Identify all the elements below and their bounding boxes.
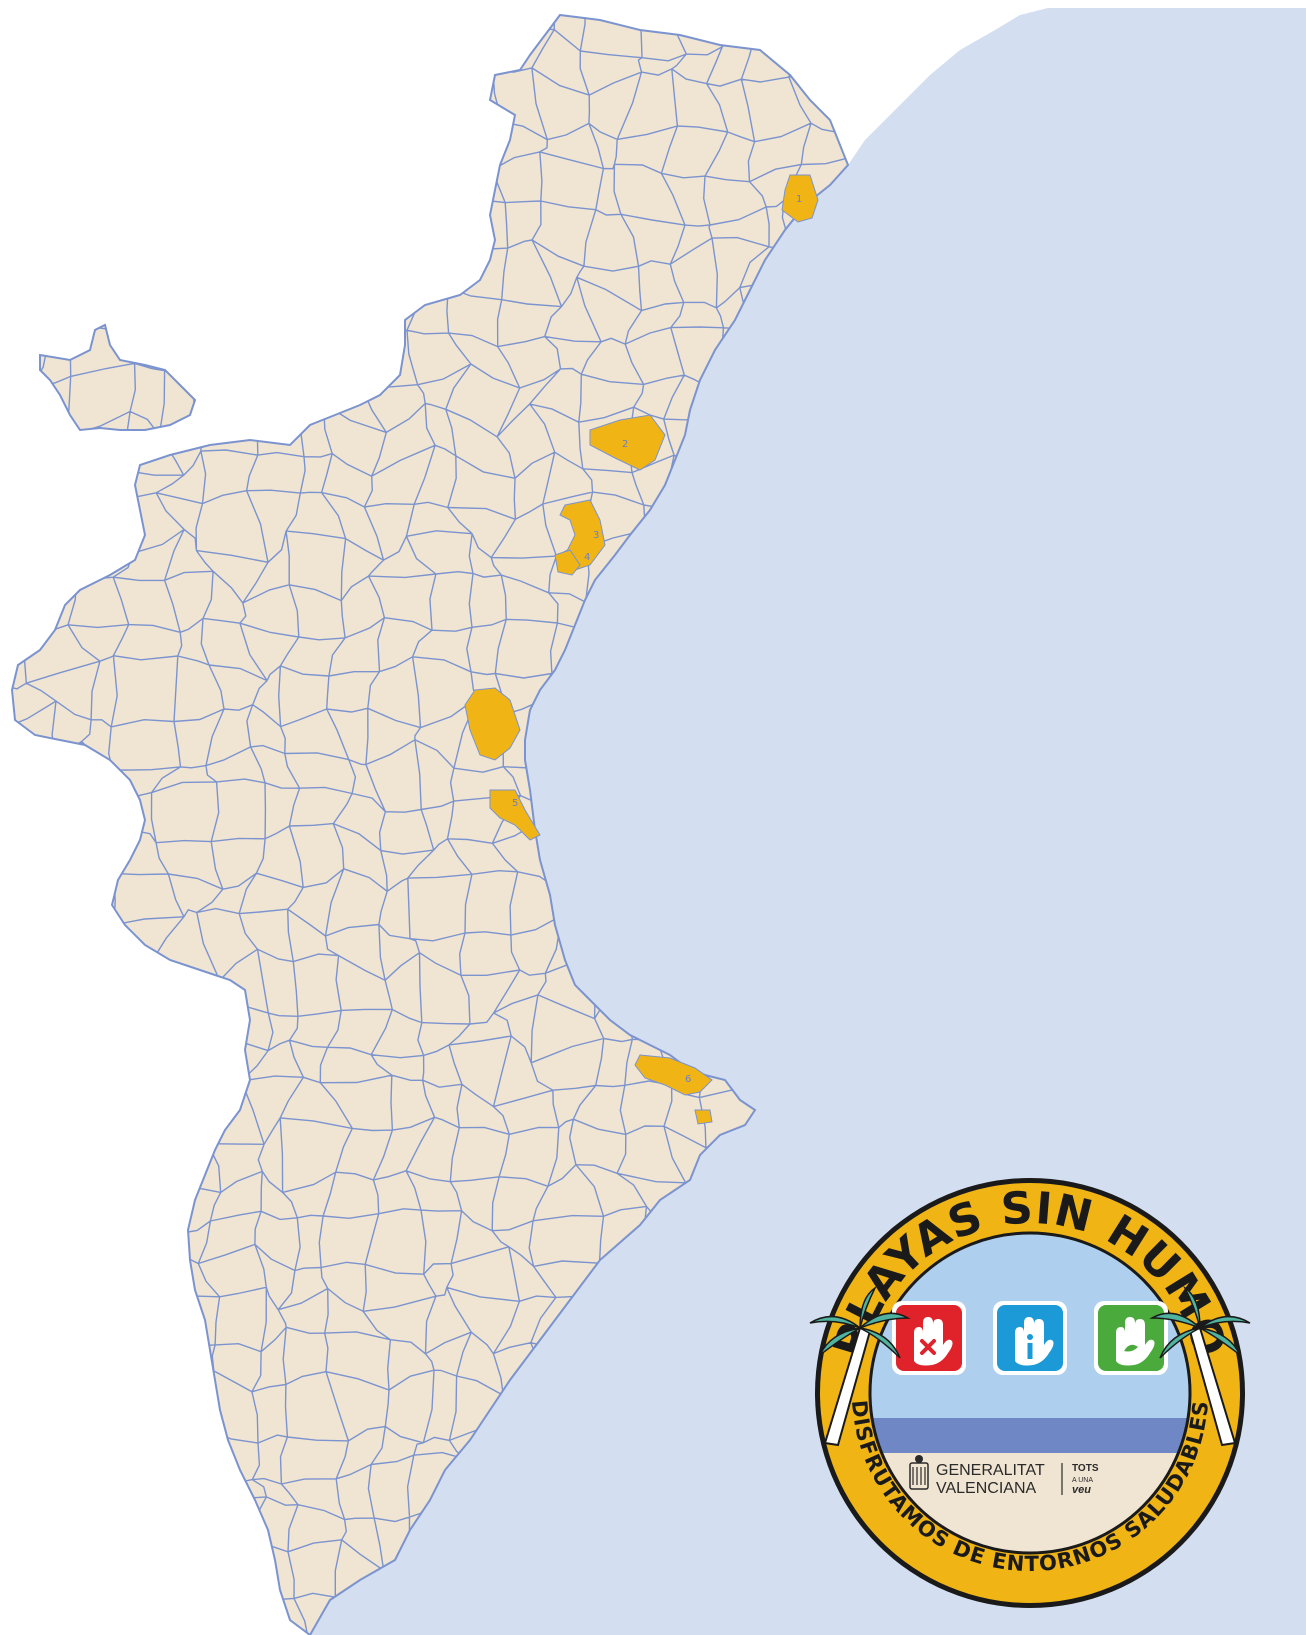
- slogan-line-1: TOTS: [1072, 1463, 1099, 1474]
- municipality-markers: 1 2 3 4 5 6: [512, 194, 802, 1085]
- highlight-municipality-5[interactable]: [464, 687, 521, 761]
- info-hand-icon: [993, 1301, 1067, 1375]
- badge-sea-band: [870, 1418, 1190, 1453]
- marker-label-2: 2: [622, 439, 628, 450]
- highlight-municipality-6b[interactable]: [694, 1109, 713, 1125]
- marker-label-1: 1: [796, 194, 802, 205]
- coat-of-arms-icon: [909, 1455, 929, 1490]
- healthy-hand-icon: [1094, 1301, 1168, 1375]
- highlighted-municipalities: [464, 174, 819, 1125]
- org-line-1: GENERALITAT: [936, 1462, 1045, 1479]
- highlight-municipality-5b[interactable]: [489, 789, 541, 841]
- no-smoking-hand-icon: [892, 1301, 966, 1375]
- org-line-2: VALENCIANA: [936, 1480, 1037, 1497]
- highlight-municipality-2[interactable]: [589, 414, 666, 471]
- palm-tree-right-icon: [1149, 1285, 1251, 1447]
- slogan-line-3: veu: [1072, 1484, 1091, 1496]
- marker-label-4: 4: [584, 552, 590, 563]
- marker-label-3: 3: [593, 530, 599, 541]
- highlight-municipality-4[interactable]: [554, 549, 581, 576]
- marker-label-5: 5: [512, 798, 518, 809]
- generalitat-logo: GENERALITAT VALENCIANA TOTS A UNA veu: [909, 1455, 1099, 1497]
- marker-label-6: 6: [685, 1074, 691, 1085]
- palm-tree-left-icon: [809, 1285, 911, 1447]
- slogan-line-2: A UNA: [1072, 1477, 1093, 1484]
- highlight-municipality-6[interactable]: [634, 1054, 713, 1096]
- highlight-municipality-1[interactable]: [781, 174, 819, 223]
- region-enclave: [39, 323, 197, 432]
